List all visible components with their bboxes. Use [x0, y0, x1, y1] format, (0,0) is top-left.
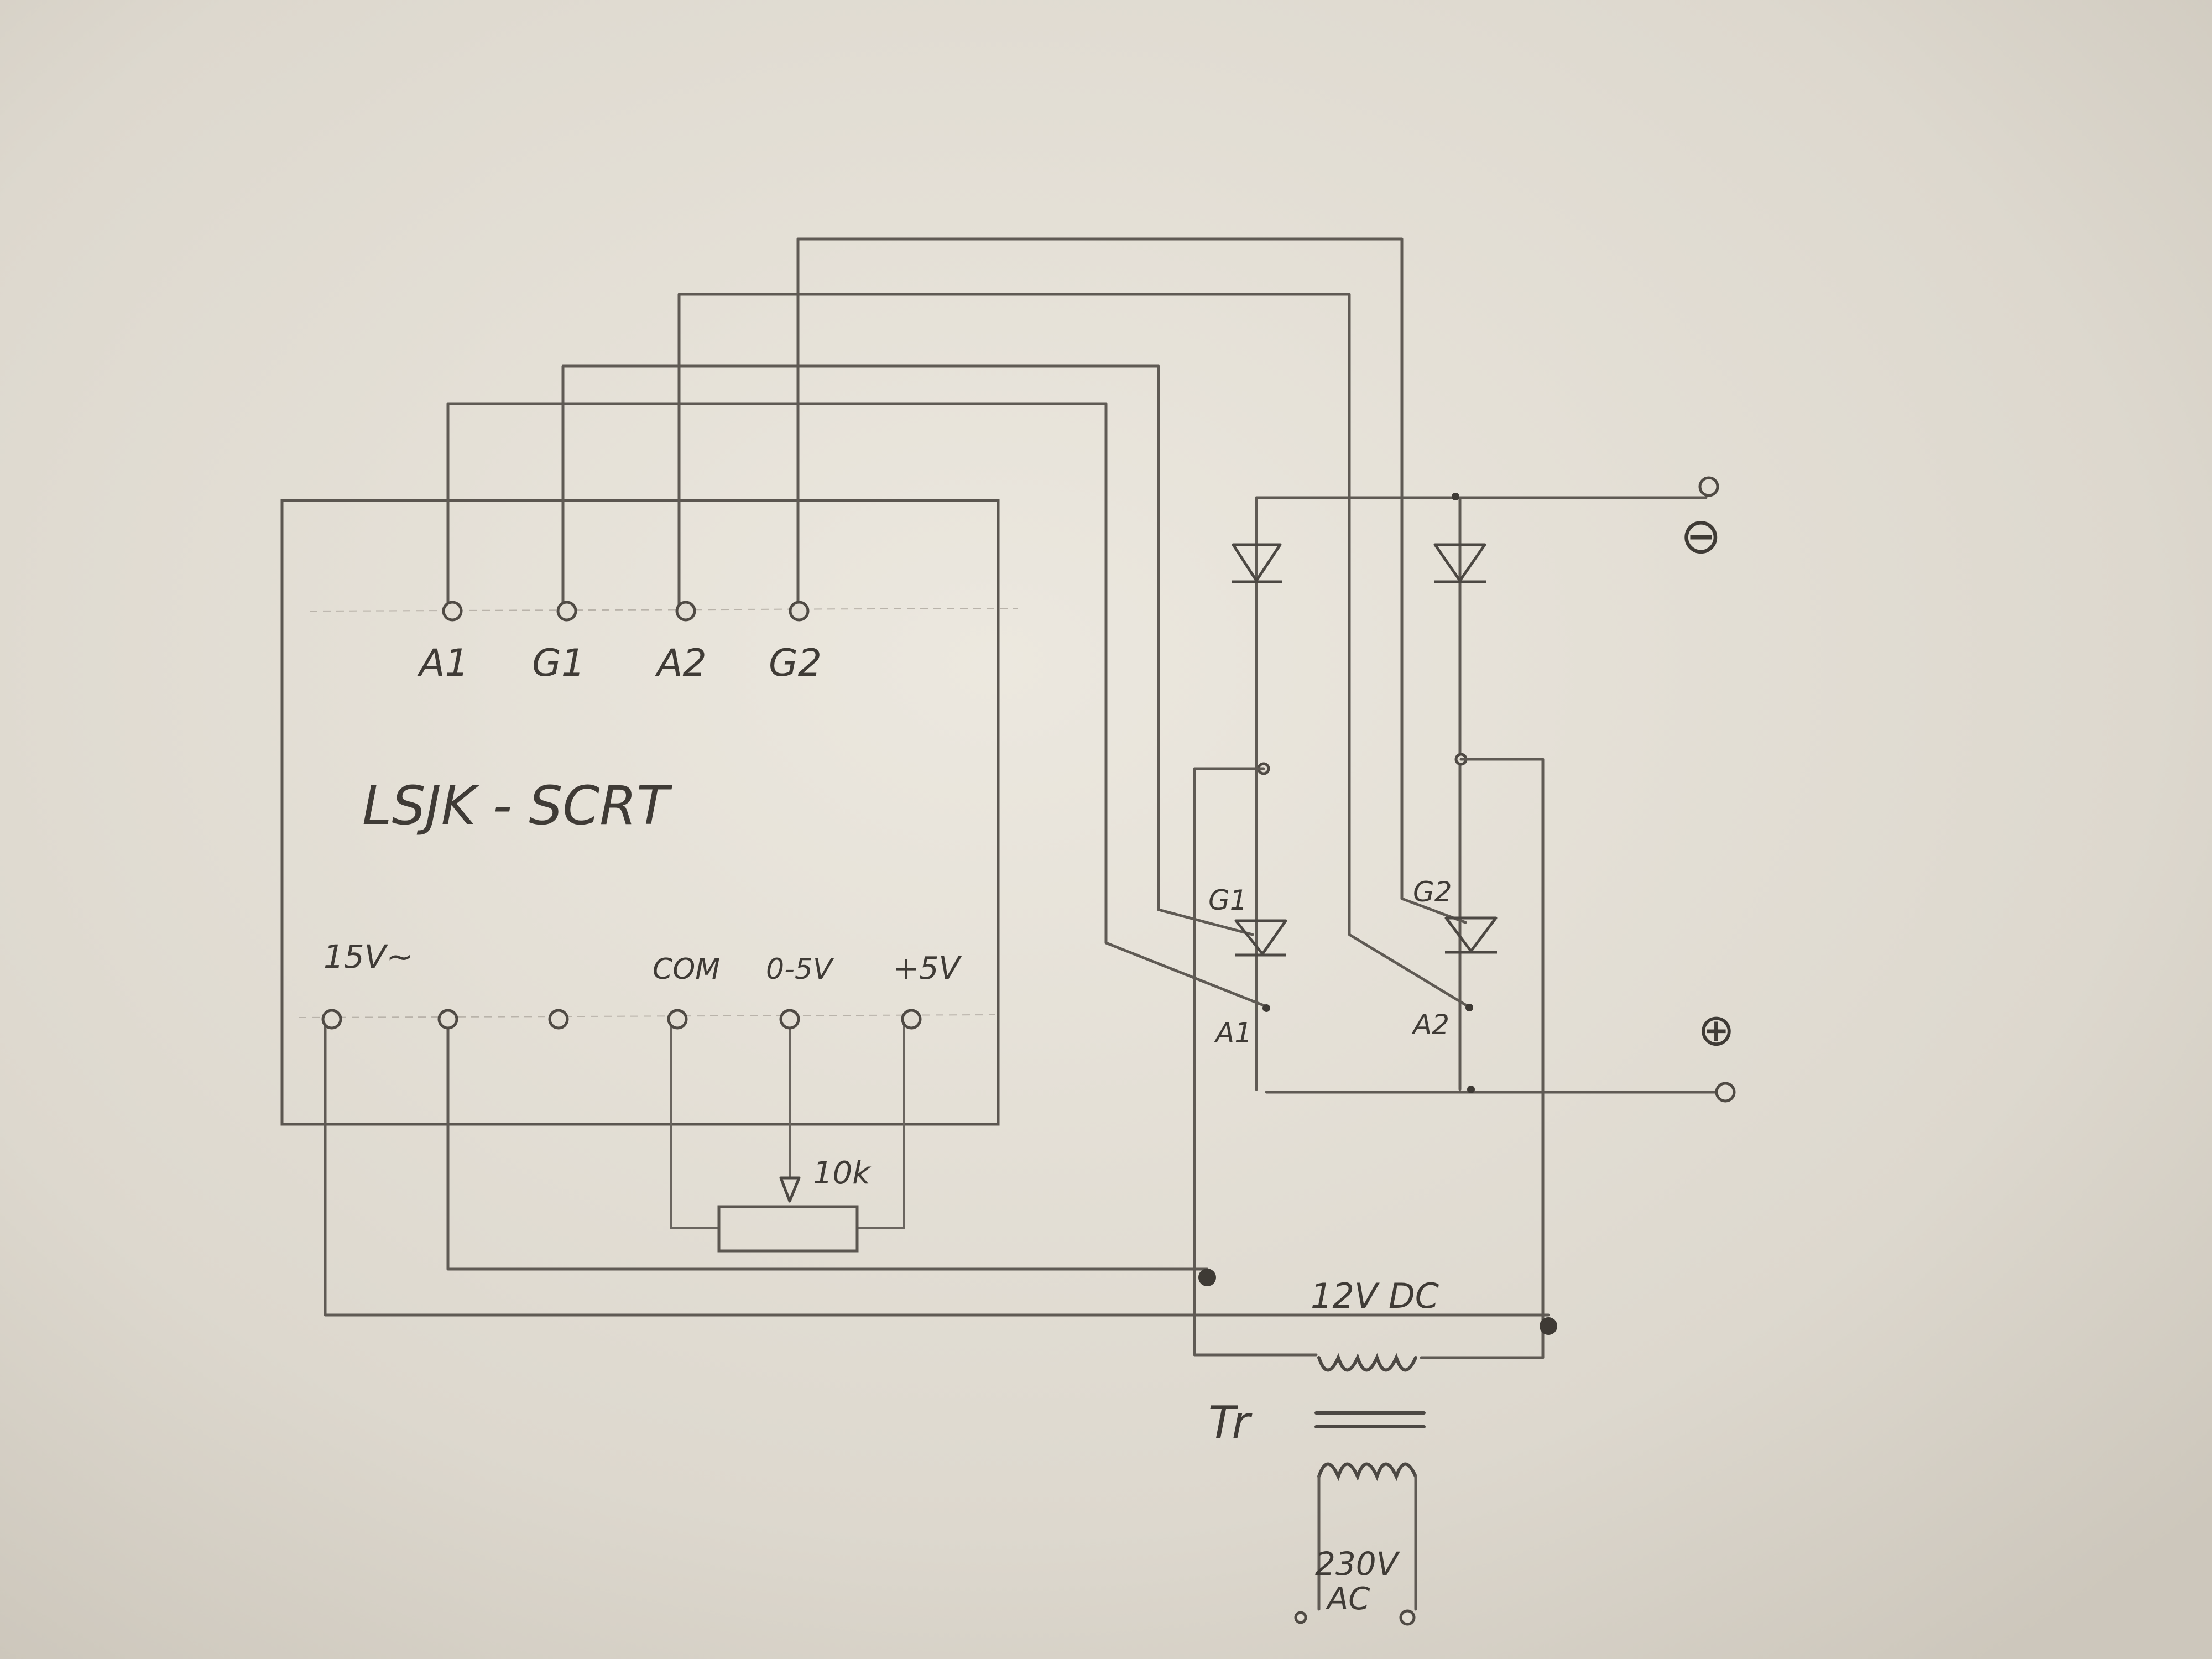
guide-line-top [309, 608, 1018, 612]
terminal-g2 [789, 601, 810, 622]
terminal-15v-2 [437, 1009, 458, 1030]
label-thyristor-g1: G1 [1208, 884, 1248, 916]
label-primary-ac: AC [1326, 1581, 1370, 1617]
wire-a2 [677, 293, 1470, 1008]
label-output-minus: ⊖ [1680, 507, 1721, 565]
node-supply-right [1540, 1317, 1557, 1335]
wire-a1 [446, 402, 1268, 1008]
terminal-0-5v [779, 1009, 800, 1030]
label-secondary-voltage: 12V DC [1311, 1276, 1439, 1316]
terminal-a1 [442, 601, 463, 622]
label-primary-voltage: 230V [1315, 1545, 1401, 1583]
label-pot-value: 10k [813, 1155, 872, 1191]
pot-lead-plus5 [856, 1019, 905, 1229]
junction-a2 [1465, 1004, 1473, 1011]
wire-15v-a [324, 1016, 1550, 1317]
terminal-g1 [556, 601, 577, 622]
label-com: COM [653, 953, 720, 986]
label-transformer-name: Tr [1208, 1397, 1253, 1448]
transformer [1314, 1353, 1426, 1481]
junction-top-rail [1452, 493, 1459, 500]
lead-right-secondary [1420, 758, 1545, 1359]
label-top-a1: A1 [417, 641, 469, 685]
module-name-label: LSJK - SCRT [362, 775, 672, 837]
potentiometer-body [717, 1205, 859, 1253]
output-terminal-plus [1715, 1082, 1736, 1103]
node-supply-left [1198, 1269, 1216, 1286]
label-output-plus: ⊕ [1698, 1004, 1735, 1056]
label-thyristor-a2: A2 [1411, 1009, 1449, 1041]
terminal-a2 [675, 601, 696, 622]
mains-terminal-right [1399, 1609, 1416, 1626]
junction-a1 [1262, 1004, 1270, 1012]
label-top-g2: G2 [769, 641, 822, 685]
label-0-5v: 0-5V [766, 953, 834, 986]
pot-lead-com [670, 1019, 720, 1229]
label-15v: 15V~ [324, 938, 413, 975]
diode-left [1232, 543, 1282, 583]
terminal-15v-1 [321, 1009, 342, 1030]
controller-module-box [280, 499, 1000, 1126]
label-thyristor-a1: A1 [1214, 1017, 1252, 1049]
terminal-com [667, 1009, 688, 1030]
pot-wiper-arrow [779, 1176, 801, 1203]
terminal-plus5v [901, 1009, 922, 1030]
bottom-terminals [321, 1009, 922, 1030]
guide-line-bottom [298, 1014, 996, 1018]
junction-plus-rail [1467, 1086, 1475, 1093]
wire-g1 [561, 364, 1254, 936]
label-thyristor-g2: G2 [1413, 876, 1452, 908]
secondary-coil [1317, 1353, 1417, 1372]
diode-right [1433, 543, 1486, 583]
label-top-a2: A2 [655, 641, 707, 685]
thyristor-1 [1234, 919, 1287, 957]
label-plus5v: +5V [893, 951, 962, 987]
thyristor-2 [1444, 916, 1498, 954]
label-top-g1: G1 [532, 641, 585, 685]
wire-g2 [796, 237, 1467, 924]
top-terminals [442, 601, 810, 622]
primary-coil [1317, 1462, 1417, 1481]
mains-terminal-left [1294, 1611, 1307, 1624]
output-terminal-minus [1698, 476, 1719, 497]
terminal-unused [548, 1009, 569, 1030]
wire-15v-b [446, 1016, 1209, 1271]
lead-left-secondary [1193, 767, 1318, 1357]
